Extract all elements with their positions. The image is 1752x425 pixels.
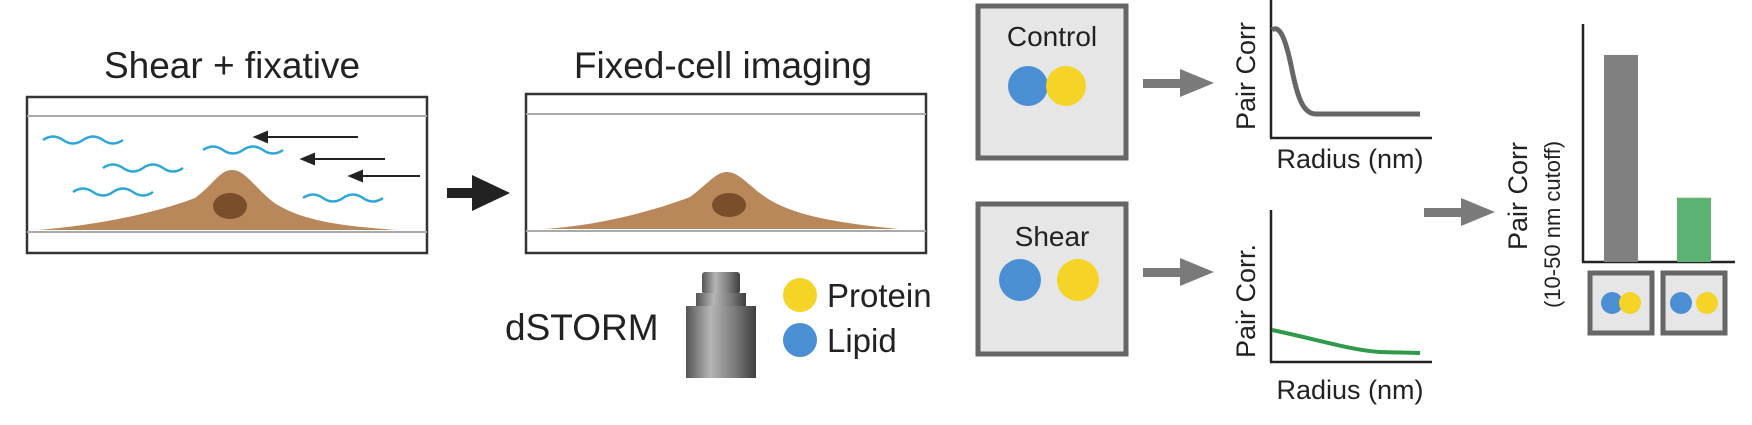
shear-box: Shear	[975, 201, 1129, 357]
legend-lipid-label: Lipid	[827, 322, 897, 359]
control-label: Control	[1007, 21, 1097, 52]
control-xlabel: Radius (nm)	[1276, 144, 1423, 174]
shear-curve	[1271, 328, 1421, 355]
imaging-method-label: dSTORM	[505, 307, 659, 348]
adherent-cell	[38, 170, 396, 230]
bar-chart-ylabel: Pair Corr	[1503, 142, 1533, 250]
panel1-title: Shear + fixative	[104, 45, 360, 86]
lipid-swatch	[783, 323, 817, 357]
control-curve-plot: Pair Corr Radius (nm)	[1231, 0, 1432, 174]
shear-direction-arrows	[252, 130, 420, 183]
arrow-to-imaging	[447, 175, 510, 211]
shear-ylabel: Pair Corr.	[1231, 244, 1261, 358]
lipid-dot	[1601, 292, 1623, 314]
control-box: Control	[975, 3, 1129, 161]
protein-dot	[1619, 292, 1641, 314]
microscope-objective-icon	[686, 272, 756, 378]
legend-protein-label: Protein	[827, 277, 932, 314]
legend: Protein Lipid	[783, 277, 932, 359]
category-icon-control	[1587, 270, 1655, 336]
control-curve	[1270, 26, 1420, 117]
shear-curve-plot: Pair Corr. Radius (nm)	[1231, 210, 1432, 405]
flow-lines	[42, 135, 384, 203]
arrow-control-to-curve	[1143, 69, 1214, 97]
arrow-shear-to-curve	[1143, 258, 1214, 286]
lipid-dot	[1670, 292, 1692, 314]
cell-nucleus	[213, 193, 247, 219]
gray-arrows	[1143, 69, 1495, 286]
arrow-to-bar-chart	[1424, 198, 1495, 226]
protein-swatch	[783, 278, 817, 312]
protein-dot	[1046, 66, 1086, 106]
bar-chart: Pair Corr (10-50 nm cutoff)	[1503, 24, 1735, 336]
bar-control	[1604, 54, 1638, 262]
cell-nucleus	[712, 193, 746, 217]
bar-chart-ylabel-sub: (10-50 nm cutoff)	[1540, 141, 1565, 308]
lipid-dot	[1008, 66, 1048, 106]
bar-shear	[1677, 197, 1711, 262]
shear-xlabel: Radius (nm)	[1276, 375, 1423, 405]
shear-label: Shear	[1015, 221, 1090, 252]
category-icon-shear	[1660, 270, 1728, 336]
fixed-cell	[545, 172, 898, 229]
protein-dot	[1696, 292, 1718, 314]
lipid-dot	[999, 259, 1041, 301]
control-ylabel: Pair Corr	[1231, 22, 1261, 130]
protein-dot	[1057, 259, 1099, 301]
panel2-title: Fixed-cell imaging	[574, 45, 872, 86]
